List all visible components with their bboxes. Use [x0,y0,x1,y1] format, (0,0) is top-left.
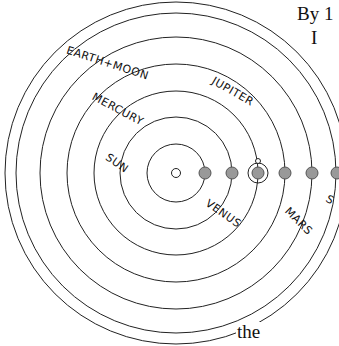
planet-dot [252,167,264,179]
jupiter-orbit [40,37,312,309]
sun-dot [172,169,181,178]
outer-ring [5,2,339,344]
planet-dot [331,167,339,179]
planet-dot [226,167,238,179]
planet-label: MERCURY [89,91,146,128]
planet-label: S [323,193,337,207]
moon-orbit [248,163,268,183]
saturn-orbit [16,13,336,333]
planet-dot [306,167,318,179]
page-text: the [236,322,261,341]
planet-dot [199,167,211,179]
mercury-orbit [147,144,205,202]
page-text: I [310,28,318,47]
planet-label: VENUS [203,197,244,230]
sun-label: SUN [103,151,131,175]
page-text: By 1 [296,4,334,23]
planet-label: EARTH+MOON [64,44,151,82]
planet-dot [279,167,291,179]
mars-orbit [67,64,285,282]
moon-dot [256,159,261,164]
